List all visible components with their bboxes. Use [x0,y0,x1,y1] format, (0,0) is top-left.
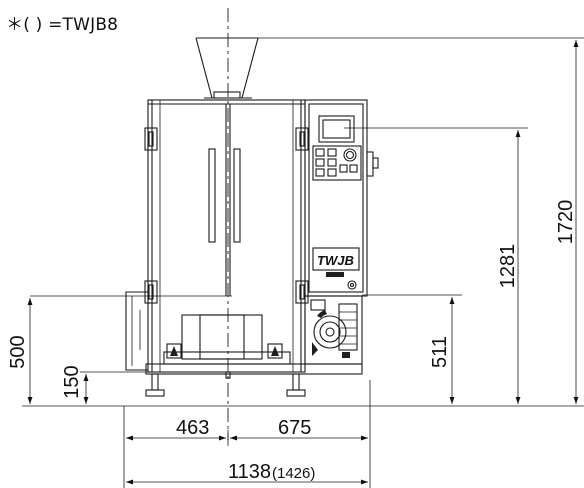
dim-height-inlet: 500 [7,335,29,368]
dim-height-total: 1720 [555,200,577,245]
dim-width-total-alt: (1426) [272,465,315,482]
motor-unit [304,295,363,365]
brand-logo: TWJB [317,253,354,268]
dim-height-bottom: 150 [61,365,83,398]
model-note: ＊( ) =TWJB8 [6,15,119,35]
dimension-arrows [27,40,579,485]
dim-width-right: 675 [278,417,311,439]
base-frame [145,363,363,397]
dim-width-total: 1138 [228,461,271,483]
cabinet-body [144,99,309,373]
lower-compartment [163,314,291,365]
dim-width-left: 463 [176,417,209,439]
dim-height-outlet: 511 [429,336,451,368]
side-inlet [125,291,148,371]
hopper [195,37,259,99]
extension-lines [22,37,584,488]
control-panel: TWJB [304,99,379,297]
dim-height-panel: 1281 [497,244,519,289]
